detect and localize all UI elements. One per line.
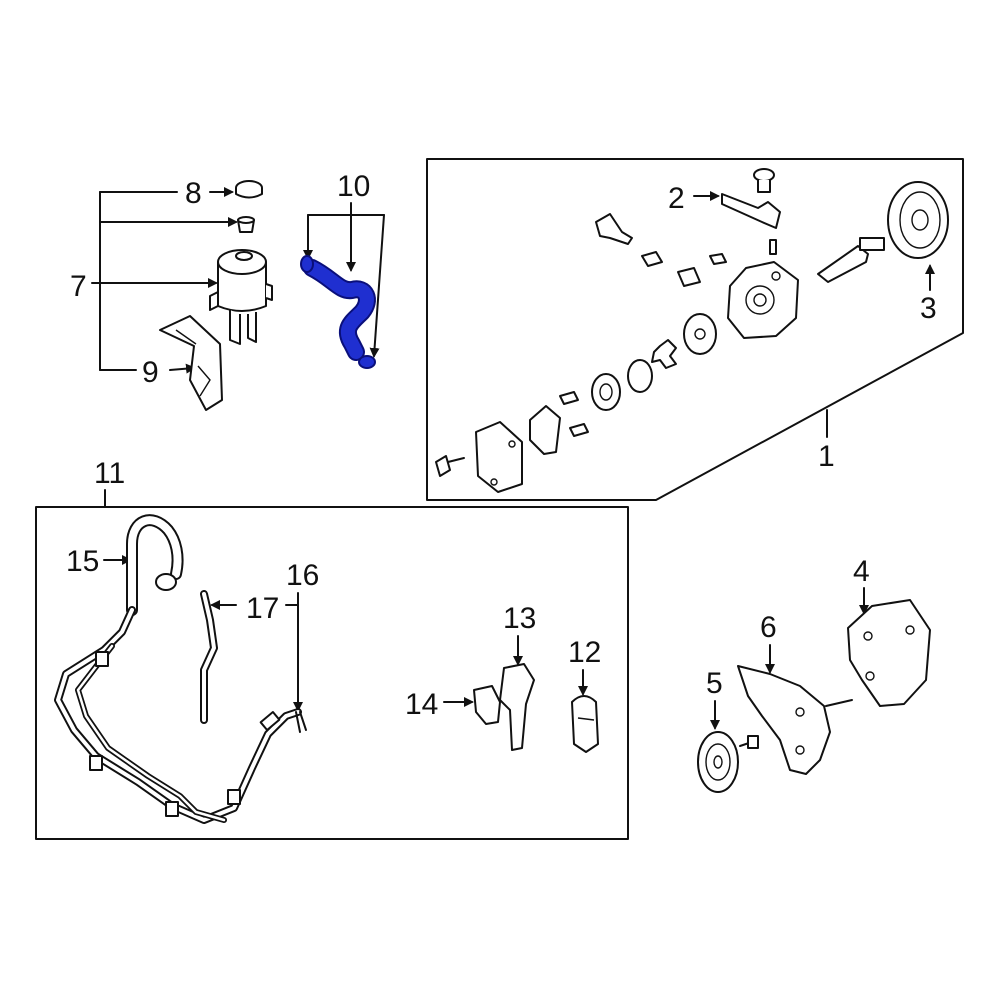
callout-1[interactable]: 1 — [818, 440, 835, 473]
pump-assembly-frame — [426, 158, 964, 501]
pump-rotor[interactable] — [651, 339, 677, 369]
pump-pulley[interactable] — [887, 181, 949, 259]
callout-17[interactable]: 17 — [246, 592, 279, 625]
callout-7[interactable]: 7 — [70, 270, 87, 303]
reservoir-return-hose[interactable] — [200, 590, 218, 724]
line-bracket[interactable] — [499, 663, 535, 751]
pump-dowel-pins[interactable] — [559, 251, 727, 437]
pump-outlet-fitting[interactable] — [595, 213, 633, 245]
pump-shaft[interactable] — [817, 237, 885, 283]
callout-10[interactable]: 10 — [337, 170, 370, 203]
reservoir-filter[interactable] — [237, 216, 255, 233]
pump-bracket[interactable] — [721, 193, 781, 255]
return-line[interactable] — [54, 606, 302, 824]
pump-body[interactable] — [727, 261, 799, 339]
callout-6[interactable]: 6 — [760, 611, 777, 644]
callout-11[interactable]: 11 — [94, 457, 125, 490]
pump-gasket[interactable] — [529, 405, 561, 455]
callout-13[interactable]: 13 — [503, 602, 536, 635]
idler-bracket[interactable] — [737, 665, 853, 775]
pump-bracket-bolt[interactable] — [753, 168, 775, 193]
callout-16[interactable]: 16 — [286, 559, 319, 592]
leader-lines — [91, 187, 935, 730]
reservoir-cap[interactable] — [235, 180, 263, 199]
line-clamp[interactable] — [473, 685, 501, 725]
callout-5[interactable]: 5 — [706, 667, 723, 700]
callout-12[interactable]: 12 — [568, 636, 601, 669]
callout-4[interactable]: 4 — [853, 555, 870, 588]
hose-clamp-upper[interactable] — [300, 255, 314, 273]
pump-cover-bolt[interactable] — [435, 455, 465, 477]
hose-group-frame — [35, 506, 629, 840]
callout-14[interactable]: 14 — [405, 688, 438, 721]
hose-clip[interactable] — [571, 695, 599, 753]
reservoir-hose[interactable] — [303, 259, 376, 361]
pump-mounting-bracket[interactable] — [847, 599, 931, 707]
pressure-hose[interactable] — [126, 514, 184, 616]
callout-15[interactable]: 15 — [66, 545, 99, 578]
cooler-hose[interactable] — [259, 711, 307, 733]
idler-pulley-bolt[interactable] — [739, 735, 759, 749]
hose-clamp-lower[interactable] — [358, 355, 376, 369]
pump-vane-plate[interactable] — [627, 359, 653, 393]
pump-seal[interactable] — [591, 373, 621, 411]
idler-pulley[interactable] — [697, 731, 739, 793]
callout-3[interactable]: 3 — [920, 292, 937, 325]
callout-8[interactable]: 8 — [185, 177, 202, 210]
reservoir-tank[interactable] — [209, 249, 273, 345]
pump-cam-ring[interactable] — [683, 313, 717, 355]
reservoir-bracket[interactable] — [159, 315, 223, 411]
pump-rear-cover[interactable] — [475, 421, 523, 493]
callout-2[interactable]: 2 — [668, 182, 685, 215]
callout-9[interactable]: 9 — [142, 356, 159, 389]
